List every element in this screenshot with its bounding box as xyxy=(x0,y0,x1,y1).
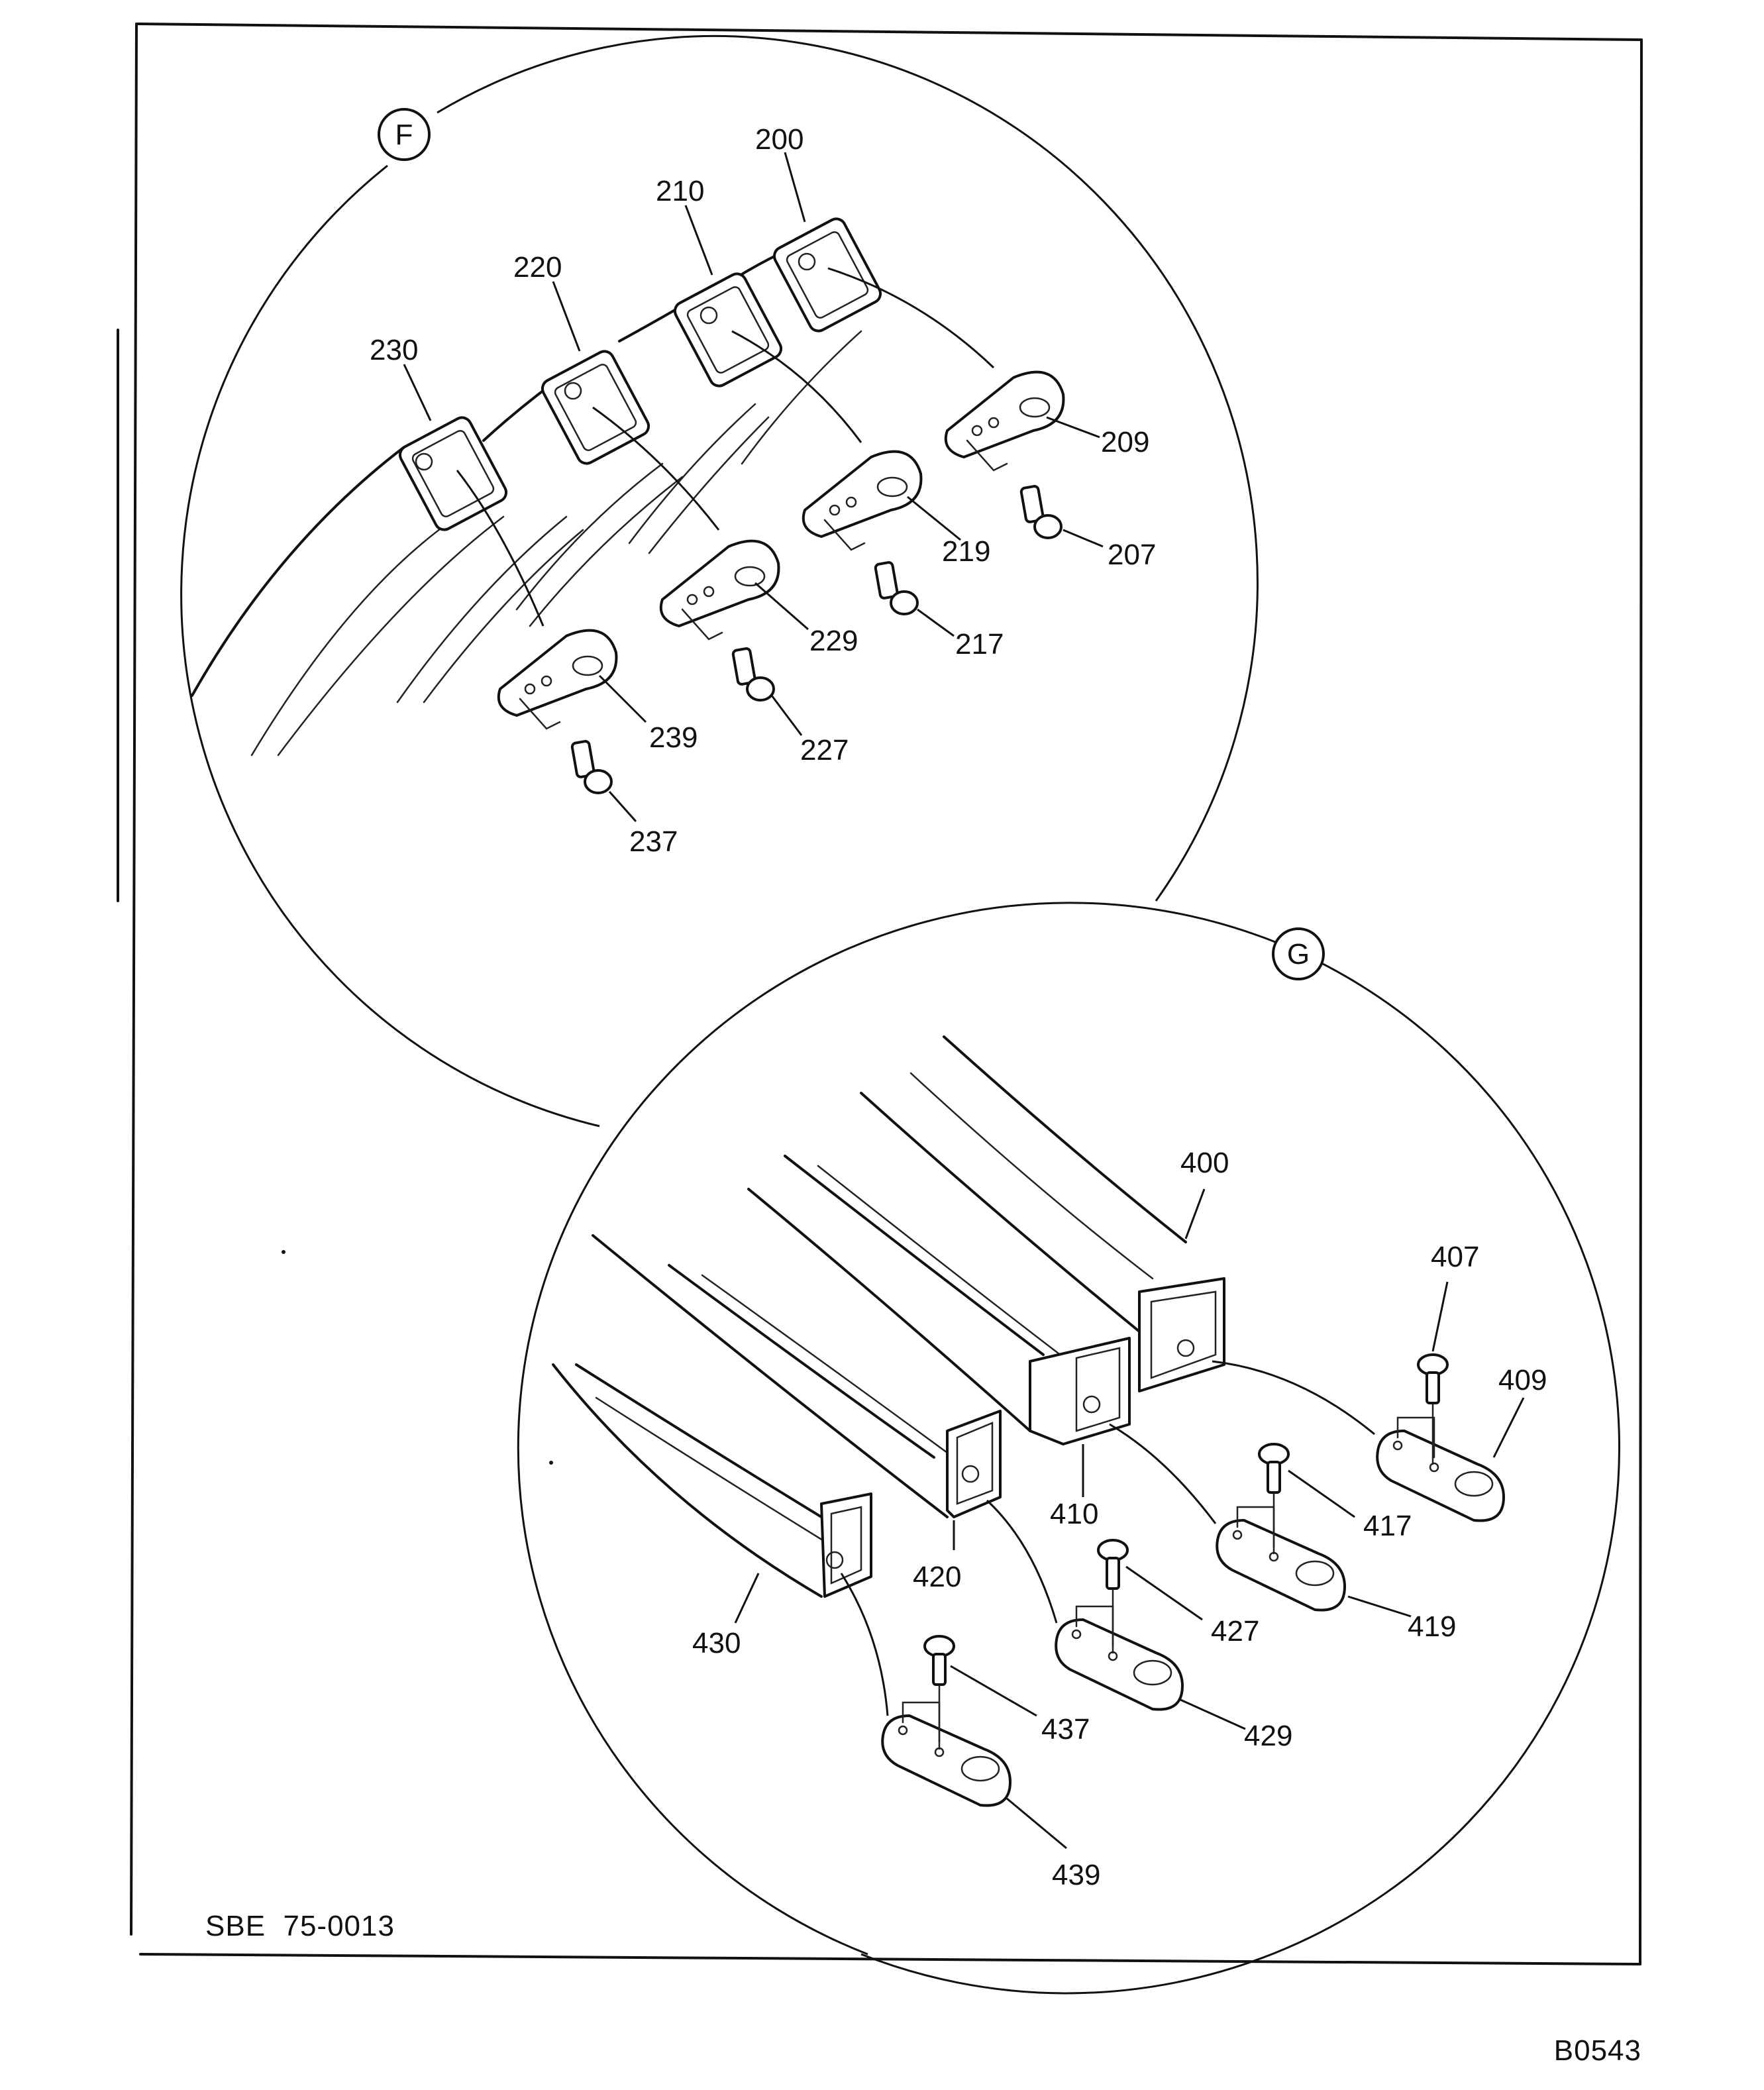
label-409: 409 xyxy=(1498,1364,1547,1396)
part-219-clip xyxy=(802,450,923,551)
label-237: 237 xyxy=(629,825,678,858)
label-437: 437 xyxy=(1041,1713,1090,1746)
label-420: 420 xyxy=(913,1561,961,1593)
detail-view-g-letter: G xyxy=(1287,938,1310,970)
part-427-pin xyxy=(1097,1539,1129,1654)
detail-view-g-marker: G xyxy=(1272,927,1325,980)
label-419: 419 xyxy=(1408,1610,1456,1643)
label-217: 217 xyxy=(955,628,1004,660)
part-207-pin xyxy=(1019,485,1063,539)
part-400-channel xyxy=(860,1035,1225,1392)
label-239: 239 xyxy=(649,721,698,754)
page-border xyxy=(117,23,1643,1965)
label-209: 209 xyxy=(1101,426,1149,458)
part-407-pin xyxy=(1417,1353,1449,1465)
label-207: 207 xyxy=(1108,539,1156,571)
part-430-channel xyxy=(552,1363,872,1598)
part-239-clip xyxy=(497,629,618,730)
detail-view-f-letter: F xyxy=(395,119,413,151)
part-237-pin xyxy=(570,740,613,794)
part-417-pin xyxy=(1258,1443,1290,1555)
detail-view-f-marker: F xyxy=(378,108,431,161)
label-407: 407 xyxy=(1431,1241,1479,1273)
label-210: 210 xyxy=(656,175,704,207)
detail-view-g: G xyxy=(517,902,1620,1995)
part-227-pin xyxy=(731,647,775,702)
label-200: 200 xyxy=(755,123,804,156)
label-417: 417 xyxy=(1363,1510,1412,1542)
part-420-channel xyxy=(592,1234,1002,1518)
label-230: 230 xyxy=(370,334,418,366)
detail-view-f: F xyxy=(180,35,1259,1127)
label-220: 220 xyxy=(513,251,562,284)
label-227: 227 xyxy=(800,734,849,766)
figure-code: B0543 xyxy=(1554,2034,1641,2067)
part-437-pin xyxy=(923,1635,955,1750)
label-427: 427 xyxy=(1211,1615,1259,1647)
part-220-bracket xyxy=(541,350,650,465)
part-229-clip xyxy=(659,539,780,641)
label-400: 400 xyxy=(1180,1147,1229,1179)
part-429-clip xyxy=(1055,1605,1184,1711)
part-410-channel xyxy=(747,1155,1131,1445)
part-439-clip xyxy=(881,1701,1012,1807)
part-409-clip xyxy=(1376,1416,1505,1522)
label-439: 439 xyxy=(1052,1859,1100,1891)
label-430: 430 xyxy=(692,1627,741,1659)
label-410: 410 xyxy=(1050,1498,1098,1530)
part-419-clip xyxy=(1216,1506,1346,1612)
part-209-clip xyxy=(944,370,1065,472)
part-200-bracket xyxy=(772,217,882,333)
part-210-bracket xyxy=(673,272,783,388)
label-219: 219 xyxy=(942,535,990,568)
document-reference: SBE 75-0013 xyxy=(205,1910,395,1942)
label-229: 229 xyxy=(809,625,858,657)
part-217-pin xyxy=(874,561,919,615)
label-429: 429 xyxy=(1244,1720,1292,1752)
